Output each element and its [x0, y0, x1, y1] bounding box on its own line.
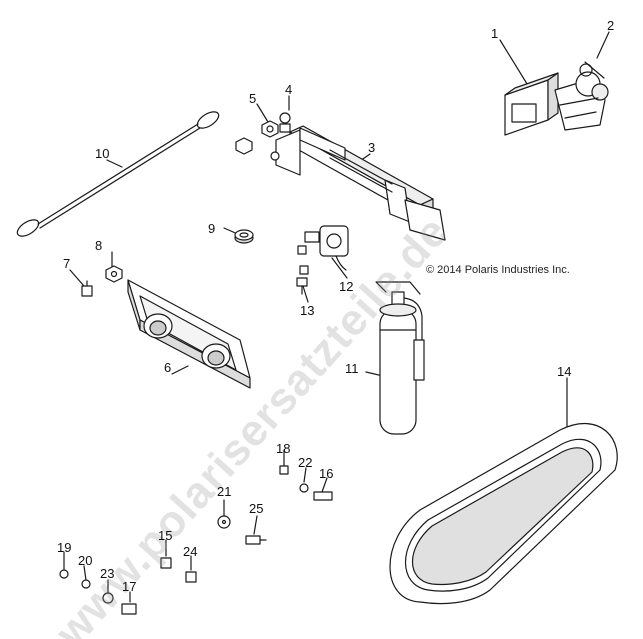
drive-belt [389, 423, 618, 605]
callout-14: 14 [557, 364, 572, 379]
callout-16: 16 [319, 466, 334, 481]
nut-8 [105, 265, 123, 283]
callout-18: 18 [276, 441, 291, 456]
callout-5: 5 [249, 91, 257, 106]
callout-7: 7 [63, 256, 71, 271]
flange-bolt [279, 112, 291, 133]
callout-17: 17 [122, 579, 137, 594]
hex-nut [235, 120, 280, 161]
callout-24: 24 [183, 544, 198, 559]
callout-6: 6 [164, 360, 172, 375]
callout-10: 10 [95, 146, 110, 161]
callout-20: 20 [78, 553, 93, 568]
storage-tray [127, 279, 251, 389]
callout-1: 1 [491, 26, 499, 41]
receiver-hitch [504, 71, 609, 136]
tether-cable [16, 111, 220, 237]
callout-22: 22 [298, 455, 313, 470]
leader-lines [63, 31, 610, 603]
callout-3: 3 [368, 140, 376, 155]
callout-19: 19 [57, 540, 72, 555]
wire-harness-connector [297, 225, 349, 275]
fire-extinguisher [375, 281, 425, 435]
callout-13: 13 [300, 303, 315, 318]
screw [81, 280, 93, 297]
hitch-pin [579, 61, 605, 79]
tow-bar-bracket [275, 125, 446, 241]
callout-15: 15 [158, 528, 173, 543]
callout-4: 4 [285, 82, 293, 97]
callout-11: 11 [345, 361, 359, 376]
callout-23: 23 [100, 566, 115, 581]
callout-25: 25 [249, 501, 264, 516]
callout-2: 2 [607, 18, 615, 33]
callout-9: 9 [208, 221, 216, 236]
copyright-notice: © 2014 Polaris Industries Inc. [426, 264, 570, 276]
callout-8: 8 [95, 238, 103, 253]
callout-21: 21 [217, 484, 232, 499]
screw-13 [296, 277, 308, 295]
callout-12: 12 [339, 279, 354, 294]
small-hardware [59, 465, 333, 615]
grommet [234, 229, 254, 244]
